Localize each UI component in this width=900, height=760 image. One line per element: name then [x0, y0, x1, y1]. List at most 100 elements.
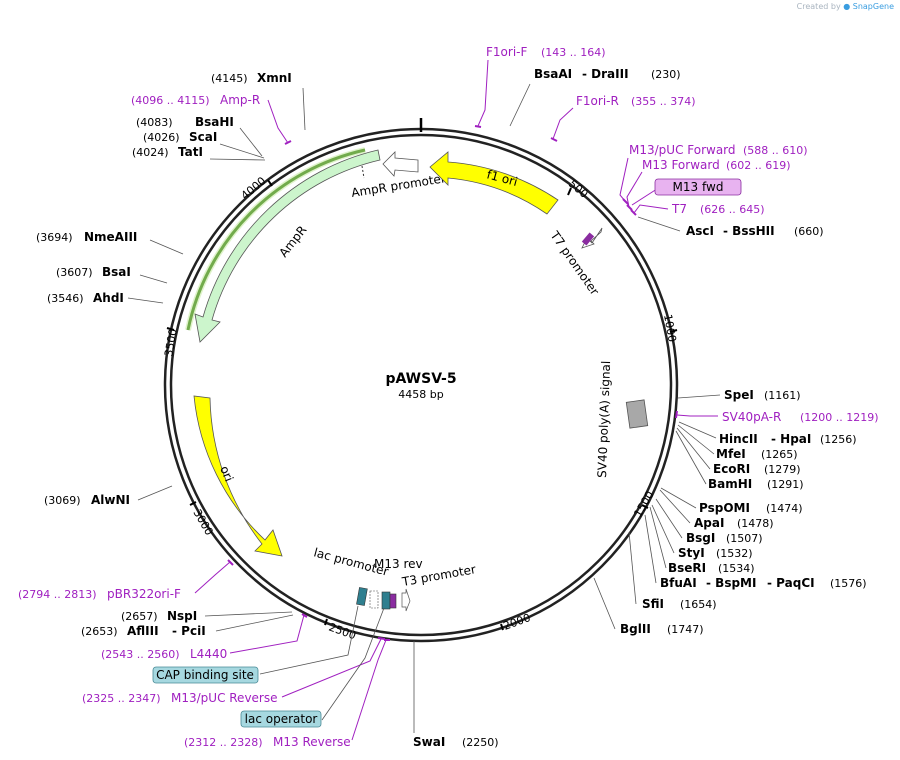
m13-puc-fwd-range: (588 .. 610): [743, 144, 808, 157]
bsai-pos: (3607): [56, 266, 93, 279]
scai-label[interactable]: ScaI: [189, 130, 217, 144]
cap-binding-box[interactable]: CAP binding site: [152, 666, 259, 684]
asci-label[interactable]: AscI: [686, 224, 714, 238]
lead-spei: [677, 394, 721, 399]
tick-1000-mark: [669, 329, 678, 333]
bsahi-pos: (4083): [136, 116, 173, 129]
amp-r-primer-label[interactable]: Amp-R: [220, 93, 260, 107]
ahdi-pos: (3546): [47, 292, 84, 305]
bsahi-label[interactable]: BsaHI: [195, 115, 234, 129]
m13-puc-rev-mark: [377, 637, 386, 640]
afliii-label[interactable]: AflIII: [127, 624, 159, 638]
ori-feature[interactable]: [193, 395, 283, 557]
plead-m13-puc-fwd: [619, 157, 629, 202]
nspi-label[interactable]: NspI: [167, 609, 197, 623]
pspomi-label[interactable]: PspOMI: [699, 501, 750, 515]
tick-3500-mark: [166, 327, 175, 331]
m13-rev-primer-label[interactable]: M13 Reverse: [273, 735, 351, 749]
nmeaiii-pos: (3694): [36, 231, 73, 244]
m13-puc-rev-label[interactable]: M13/pUC Reverse: [171, 691, 278, 705]
f1ori-f-label[interactable]: F1ori-F: [486, 45, 527, 59]
sv40-polya-feature[interactable]: [625, 399, 649, 429]
pbr322-label[interactable]: pBR322ori-F: [107, 587, 181, 601]
bsai-label[interactable]: BsaI: [102, 265, 131, 279]
lead-scai: [219, 143, 265, 159]
bglii-label[interactable]: BglII: [620, 622, 651, 636]
lead-afliii: [215, 614, 294, 632]
paqci-name: PaqCI: [776, 576, 814, 590]
sv40-polya-label: SV40 poly(A) signal: [595, 361, 613, 479]
bfuai-label[interactable]: BfuAI: [660, 576, 697, 590]
pcii-label[interactable]: - PciI: [172, 624, 206, 638]
cap-binding-box-bg: [152, 666, 259, 684]
m13-rev-range: (2312 .. 2328): [184, 736, 263, 749]
lead-pspomi: [660, 487, 697, 509]
styi-label[interactable]: StyI: [678, 546, 705, 560]
m13-puc-fwd-label[interactable]: M13/pUC Forward: [629, 143, 736, 157]
lac-operator-label: lac operator: [245, 712, 318, 726]
l4440-label[interactable]: L4440: [190, 647, 227, 661]
pbr322-range: (2794 .. 2813): [18, 588, 97, 601]
bsaai-label[interactable]: BsaAI: [534, 67, 572, 81]
lead-bsgi: [655, 498, 683, 539]
paqci-label[interactable]: - PaqCI: [767, 576, 815, 590]
bseri-label[interactable]: BseRI: [668, 561, 706, 575]
amp-r-promoter-boundary: [361, 165, 365, 179]
apai-label[interactable]: ApaI: [694, 516, 724, 530]
nmeaiii-label[interactable]: NmeAIII: [84, 230, 137, 244]
amp-r-feature[interactable]: [194, 149, 381, 343]
pcii-name: PciI: [181, 624, 206, 638]
swai-pos: (2250): [462, 736, 499, 749]
ahdi-label[interactable]: AhdI: [93, 291, 124, 305]
t7-range: (626 .. 645): [700, 203, 765, 216]
xmni-label[interactable]: XmnI: [257, 71, 292, 85]
tick-3000-mark: [189, 501, 197, 506]
f1ori-r-label[interactable]: F1ori-R: [576, 94, 619, 108]
amp-r-label: AmpR: [276, 223, 309, 260]
sfii-label[interactable]: SfiI: [642, 597, 664, 611]
bfuai-pos: (1576): [830, 577, 867, 590]
bamhi-label[interactable]: BamHI: [708, 477, 752, 491]
sv40pa-r-label[interactable]: SV40pA-R: [722, 410, 781, 424]
lead-bsaai: [509, 83, 531, 127]
amp-r-promoter-feature[interactable]: [382, 151, 419, 177]
l4440-range: (2543 .. 2560): [101, 648, 180, 661]
bspmi-name: BspMI: [715, 576, 756, 590]
alwni-label[interactable]: AlwNI: [91, 493, 130, 507]
ecori-label[interactable]: EcoRI: [713, 462, 750, 476]
sv40pa-r-range: (1200 .. 1219): [800, 411, 879, 424]
ori-label: ori: [217, 464, 236, 484]
hpai-label[interactable]: - HpaI: [771, 432, 811, 446]
t7-label[interactable]: T7: [671, 202, 687, 216]
f1-ori-feature[interactable]: [429, 151, 559, 215]
snapgene-branding: Created by ● SnapGene: [797, 2, 894, 11]
m13-fwd-label[interactable]: M13 Forward: [642, 158, 720, 172]
swai-label[interactable]: SwaI: [413, 735, 445, 749]
branding-name: SnapGene: [852, 2, 894, 11]
spei-label[interactable]: SpeI: [724, 388, 754, 402]
scai-pos: (4026): [143, 131, 180, 144]
m13-fwd-mark: [626, 204, 633, 211]
lac-operator-box[interactable]: lac operator: [240, 710, 322, 728]
hincii-label[interactable]: HincII: [719, 432, 758, 446]
bsgi-label[interactable]: BsgI: [686, 531, 715, 545]
lead-nmeaiii: [149, 239, 184, 255]
lead-cap-site: [259, 605, 359, 675]
m13-puc-rev-range: (2325 .. 2347): [82, 692, 161, 705]
tick-4000-mark: [267, 179, 273, 187]
cap-site-block: [356, 587, 368, 606]
m13-fwd-box[interactable]: M13 fwd: [654, 178, 742, 196]
tati-label[interactable]: TatI: [178, 145, 203, 159]
tick-1500-mark: [641, 504, 649, 509]
draiii-label[interactable]: - DraIII: [582, 67, 629, 81]
pbr322-mark: [227, 559, 234, 566]
lead-bglii: [593, 577, 616, 630]
lead-ecori: [676, 427, 711, 470]
bspmi-label[interactable]: - BspMI: [706, 576, 756, 590]
mfei-label[interactable]: MfeI: [716, 447, 746, 461]
plead-pbr322: [194, 561, 231, 594]
branding-prefix: Created by: [796, 2, 841, 11]
lead-mfei: [677, 424, 715, 455]
bsshii-label[interactable]: - BssHII: [723, 224, 775, 238]
plead-m13-fwd: [626, 171, 643, 208]
